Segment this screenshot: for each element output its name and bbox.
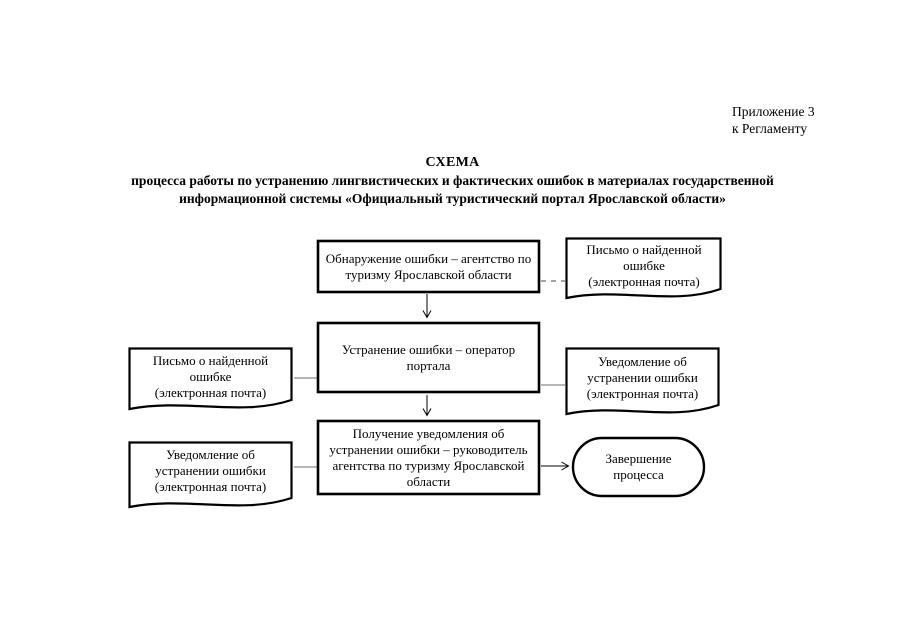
- annotation-line-1: Приложение 3: [732, 104, 815, 119]
- document-shape-letter-top: [565, 237, 722, 300]
- label-process-detect: Обнаружение ошибки – агентство по туризм…: [325, 250, 532, 282]
- terminator-shape-end: [571, 436, 706, 498]
- document-shape-letter-left: [128, 347, 293, 411]
- page-subtitle-line-1: процесса работы по устранению лингвистич…: [131, 173, 774, 188]
- label-document-letter-top: Письмо о найденной ошибке (электронная п…: [586, 242, 702, 289]
- label-document-notice-left: Уведомление об устранении ошибки (электр…: [154, 447, 267, 494]
- annotation-line-2: к Регламенту: [732, 121, 808, 136]
- title-block: СХЕМА процесса работы по устранению линг…: [0, 154, 905, 208]
- label-terminator-end: Завершение процесса: [605, 451, 672, 482]
- process-box-detect: [316, 239, 541, 294]
- process-box-fix: [316, 321, 541, 394]
- document-shape-notice-left: [128, 441, 293, 509]
- annotation-block: Приложение 3 к Регламенту: [732, 103, 815, 137]
- page-subtitle-line-2: информационной системы «Официальный тури…: [179, 191, 726, 206]
- process-box-receive: [316, 419, 541, 496]
- document-shape-notice-right: [565, 347, 720, 416]
- label-process-receive: Получение уведомления об устранении ошиб…: [329, 425, 528, 489]
- label-document-letter-left: Письмо о найденной ошибке (электронная п…: [152, 352, 269, 400]
- label-process-fix: Устранение ошибки – оператор портала: [341, 341, 516, 373]
- page-title: СХЕМА: [425, 155, 480, 170]
- label-document-notice-right: Уведомление об устранении ошибки (электр…: [586, 354, 699, 401]
